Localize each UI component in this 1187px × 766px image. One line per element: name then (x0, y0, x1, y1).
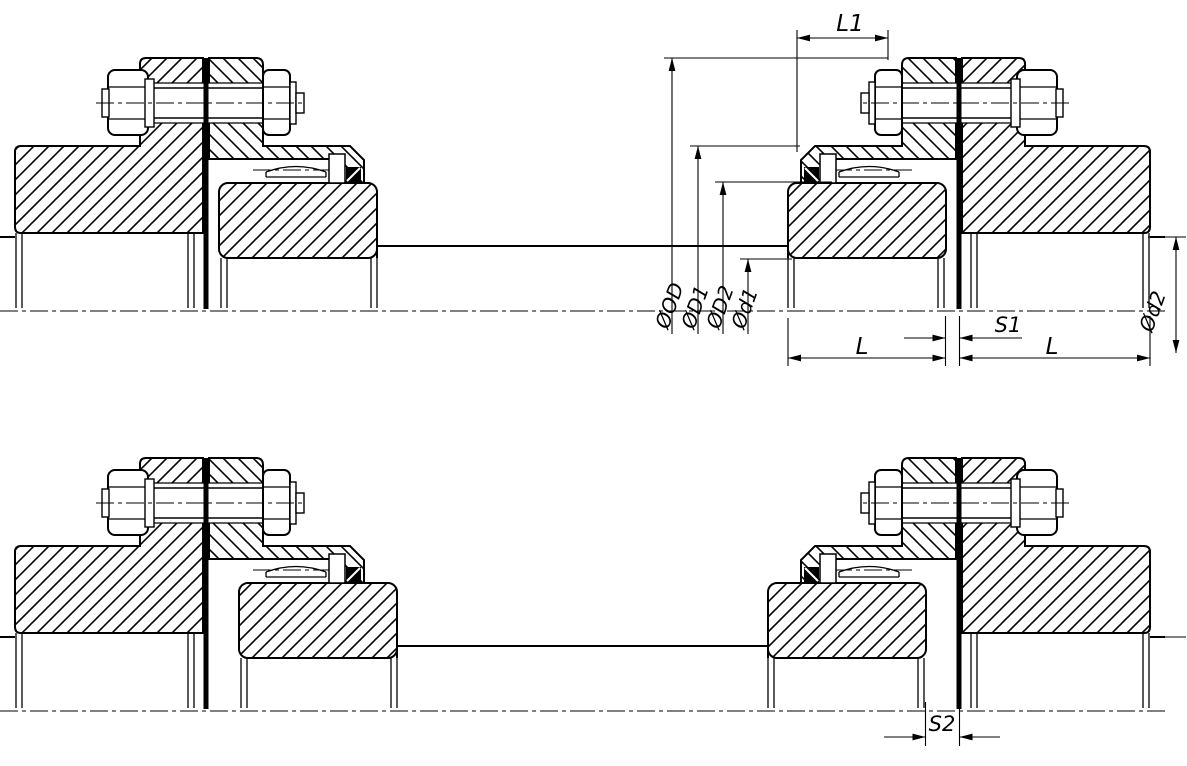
view-bottom-right-coupling (582, 457, 1165, 712)
dim-label-l-left: L (856, 334, 869, 360)
dim-label-s2: S2 (929, 712, 956, 736)
view-top-right-coupling (582, 57, 1165, 312)
dim-label-s1: S1 (995, 313, 1022, 337)
dim-label-l-right: L (1046, 334, 1059, 360)
dimension-annotations (664, 30, 1186, 746)
view-bottom-left-coupling (0, 457, 583, 712)
view-top-left-coupling (0, 57, 583, 312)
dim-label-l1: L1 (836, 11, 863, 37)
